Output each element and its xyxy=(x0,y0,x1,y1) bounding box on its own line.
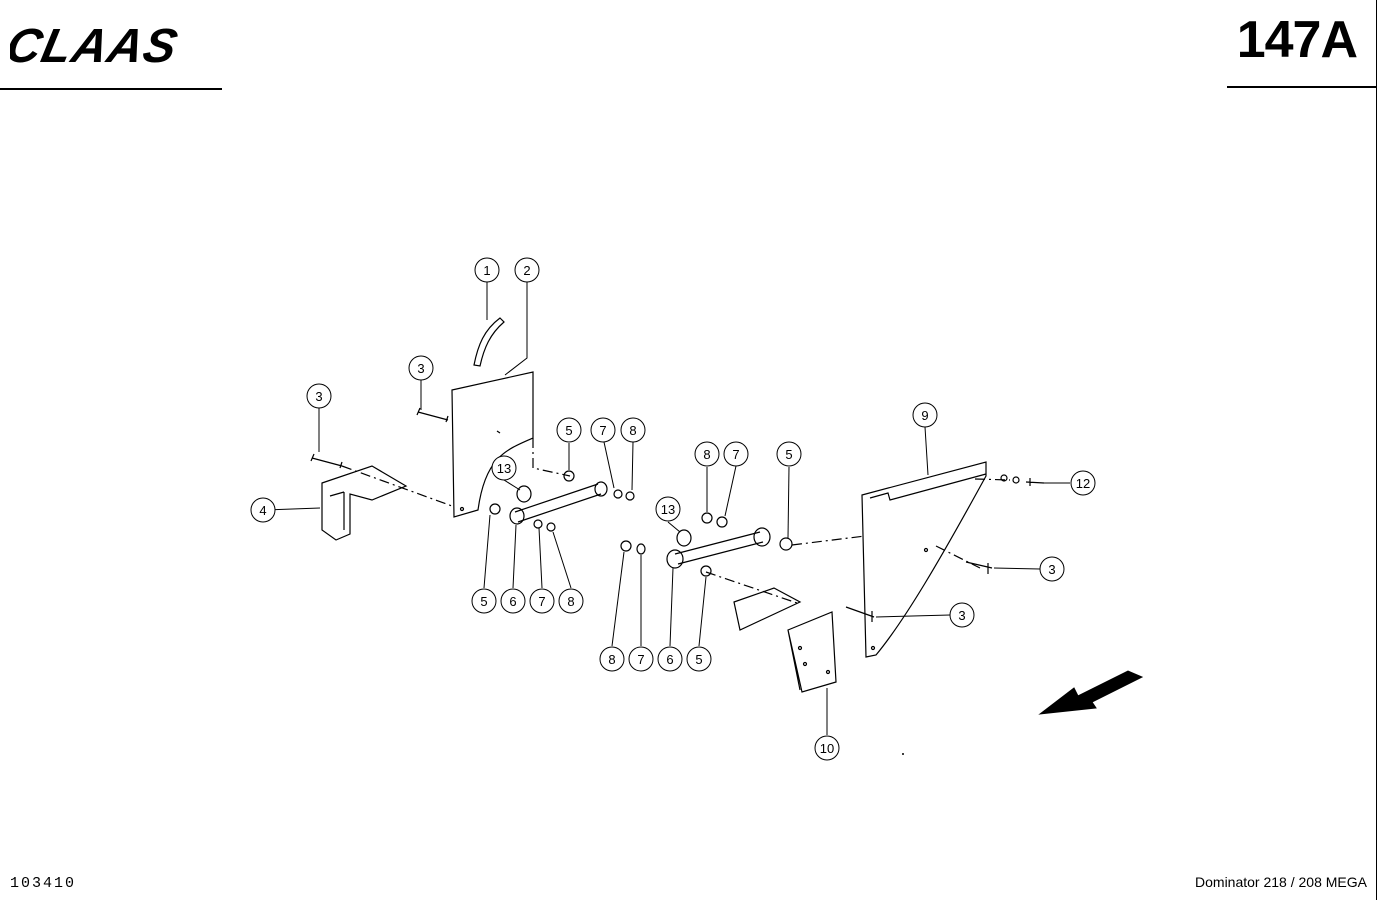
part-6-shaft-left xyxy=(514,483,602,523)
callout-label: 13 xyxy=(661,502,675,517)
callout-label: 8 xyxy=(629,423,636,438)
callout-6: 6 xyxy=(500,588,526,614)
page-number-underline xyxy=(1227,86,1377,88)
callout-3: 3 xyxy=(306,383,332,409)
callout-label: 9 xyxy=(921,408,928,423)
callout-label: 4 xyxy=(259,503,266,518)
callout-3: 3 xyxy=(949,602,975,628)
callout-label: 2 xyxy=(523,263,530,278)
callout-label: 5 xyxy=(565,423,572,438)
callout-label: 7 xyxy=(732,447,739,462)
part-9-plate xyxy=(861,461,987,658)
callout-label: 5 xyxy=(480,594,487,609)
callout-label: 13 xyxy=(497,461,511,476)
callout-label: 3 xyxy=(417,361,424,376)
callout-3: 3 xyxy=(1039,556,1065,582)
callout-label: 5 xyxy=(695,652,702,667)
callout-4: 4 xyxy=(250,497,276,523)
callout-5: 5 xyxy=(686,646,712,672)
callout-label: 5 xyxy=(785,447,792,462)
callout-label: 3 xyxy=(315,389,322,404)
callout-13: 13 xyxy=(491,455,517,481)
callout-label: 8 xyxy=(567,594,574,609)
bolt-12 xyxy=(1025,478,1045,486)
bolt-3-right-b xyxy=(845,606,875,622)
callout-8: 8 xyxy=(694,441,720,467)
callout-label: 6 xyxy=(509,594,516,609)
callout-1: 1 xyxy=(474,257,500,283)
callout-label: 3 xyxy=(958,608,965,623)
callout-label: 1 xyxy=(483,263,490,278)
callout-label: 7 xyxy=(538,594,545,609)
logo-underline xyxy=(0,88,222,90)
callout-8: 8 xyxy=(558,588,584,614)
callout-5: 5 xyxy=(556,417,582,443)
callout-label: 6 xyxy=(666,652,673,667)
bolt-3-left-b xyxy=(416,407,449,423)
bolt-3-left-a xyxy=(310,453,343,469)
part-4-bracket xyxy=(321,465,408,541)
callout-label: 12 xyxy=(1076,476,1090,491)
travel-direction-arrow-icon xyxy=(1038,670,1144,715)
callout-7: 7 xyxy=(529,588,555,614)
callout-6: 6 xyxy=(657,646,683,672)
part-6-shaft-right xyxy=(674,531,764,565)
callout-9: 9 xyxy=(912,402,938,428)
callout-label: 8 xyxy=(608,652,615,667)
callout-10: 10 xyxy=(814,735,840,761)
svg-text:CLAAS: CLAAS xyxy=(10,22,183,68)
callout-label: 10 xyxy=(820,741,834,756)
callout-8: 8 xyxy=(620,417,646,443)
callout-2: 2 xyxy=(514,257,540,283)
callout-7: 7 xyxy=(628,646,654,672)
callout-7: 7 xyxy=(723,441,749,467)
part-1-strip xyxy=(473,317,505,367)
callout-label: 7 xyxy=(637,652,644,667)
callout-label: 3 xyxy=(1048,562,1055,577)
page-number: 147A xyxy=(1236,11,1358,69)
part-10-bracket xyxy=(733,587,802,631)
drawing-number: 103410 xyxy=(10,875,77,892)
model-name: Dominator 218 / 208 MEGA xyxy=(1195,874,1367,890)
callout-5: 5 xyxy=(471,588,497,614)
callout-label: 7 xyxy=(599,423,606,438)
callout-12: 12 xyxy=(1070,470,1096,496)
callout-3: 3 xyxy=(408,355,434,381)
callout-13: 13 xyxy=(655,496,681,522)
callout-label: 8 xyxy=(703,447,710,462)
callout-7: 7 xyxy=(590,417,616,443)
callout-5: 5 xyxy=(776,441,802,467)
right-frame-line xyxy=(1376,0,1377,900)
claas-logo: CLAAS xyxy=(10,22,183,68)
part-2-plate xyxy=(451,371,534,518)
callout-8: 8 xyxy=(599,646,625,672)
bolt-3-right-a xyxy=(965,561,993,574)
